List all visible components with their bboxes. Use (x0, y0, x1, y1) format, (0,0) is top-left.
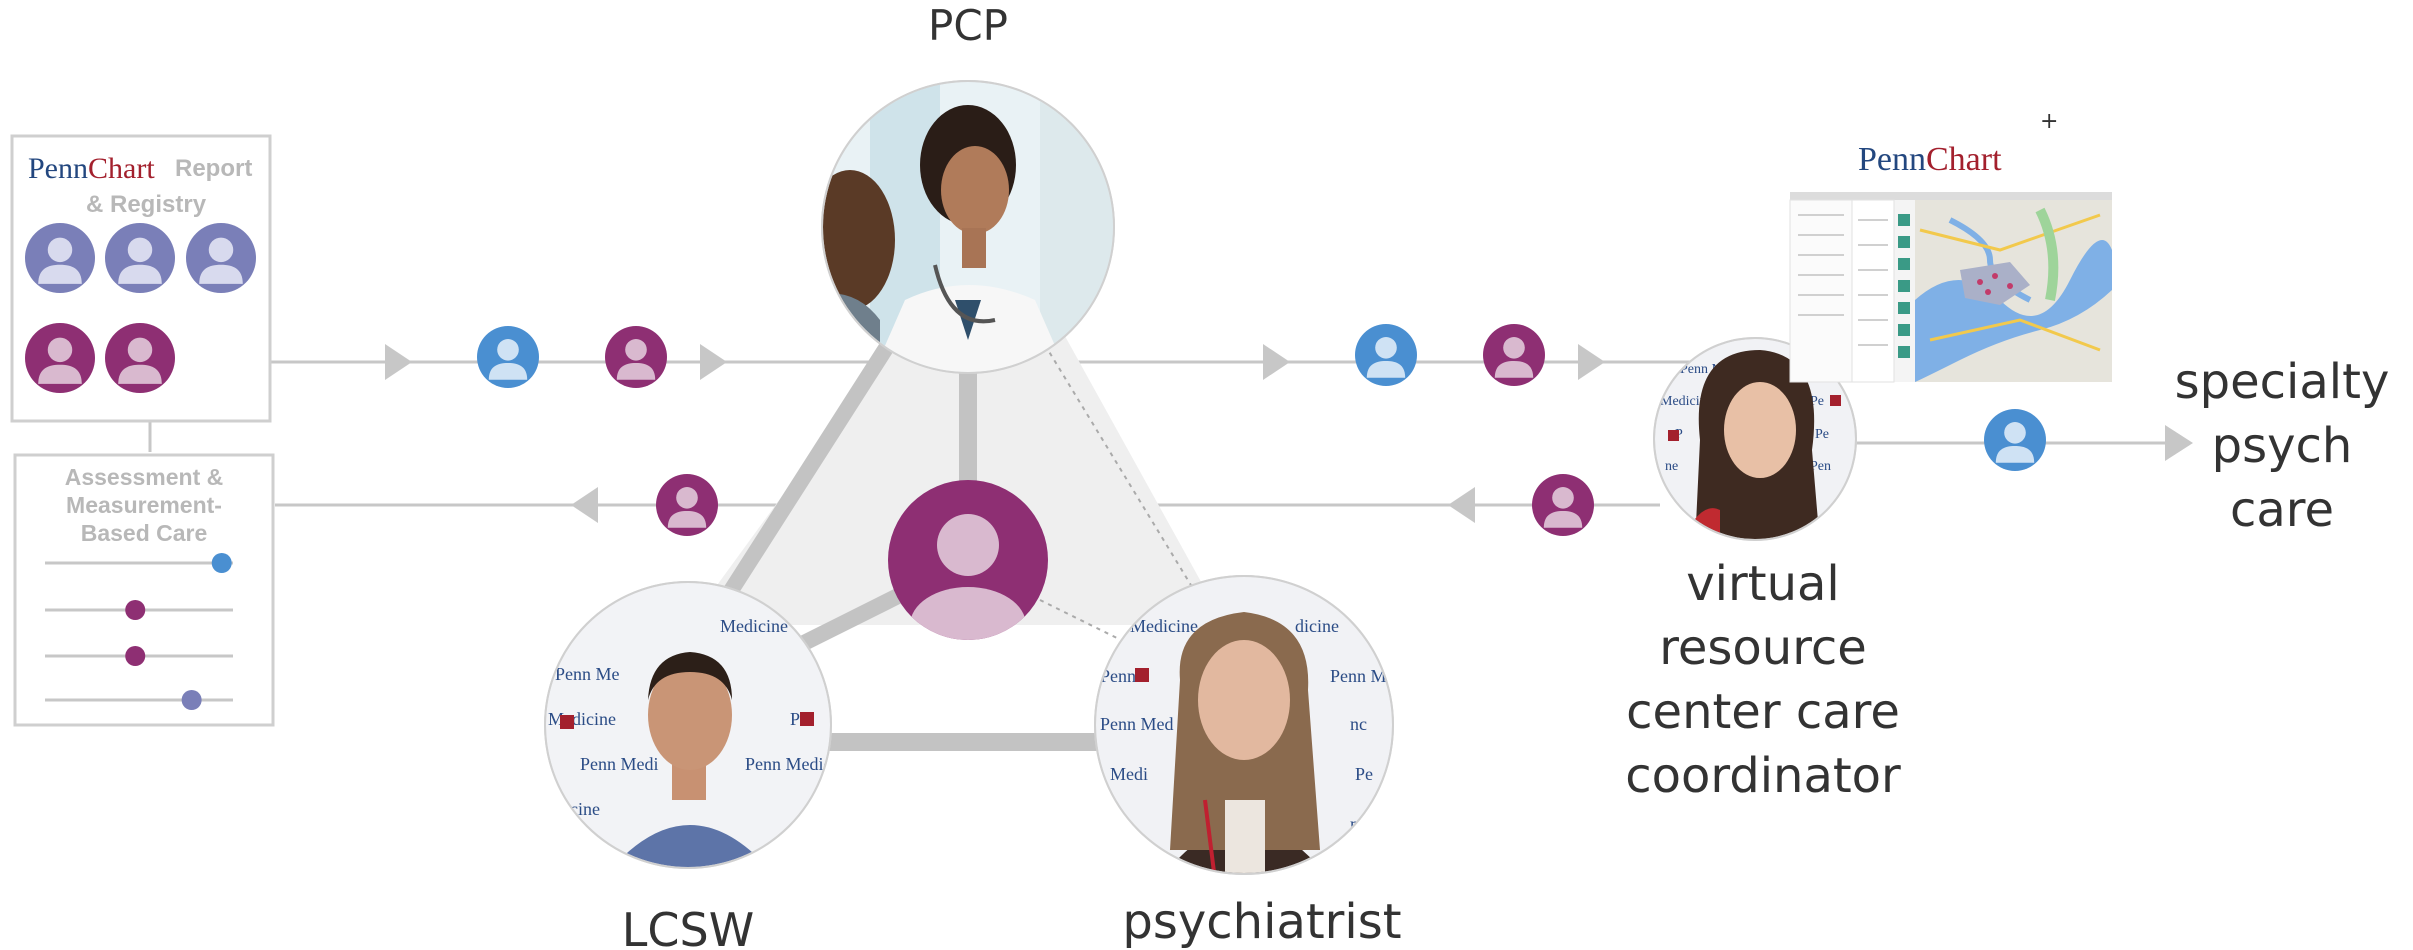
link-center-psychiatrist (1039, 599, 1126, 643)
coordinator-label-line1: virtual (1686, 556, 1839, 612)
flow-lines (148, 360, 2180, 507)
triangle-arrow-icon (700, 344, 727, 380)
specialty-label: specialty psych care (2175, 354, 2390, 538)
pennchart-plus-brand: PennChart (1858, 141, 2002, 178)
pcp-photo (821, 80, 1115, 374)
svg-text:Penn Med: Penn Med (1100, 714, 1174, 734)
svg-text:icine: icine (565, 799, 600, 819)
assessment-title-line1: Assessment & (65, 464, 224, 490)
triangle-arrow-icon (1578, 344, 1605, 380)
triangle-background (688, 300, 1225, 625)
lcsw-label: LCSW (622, 903, 754, 950)
registry-panel: PennChart Report & Registry (10, 134, 272, 423)
svg-text:Penn Me: Penn Me (1330, 666, 1395, 686)
person-icon (186, 223, 256, 293)
person-icon (25, 223, 95, 293)
person-icon (477, 326, 539, 388)
psychiatrist-label: psychiatrist (1122, 894, 1401, 950)
person-icon (1984, 409, 2046, 471)
person-icon (25, 323, 95, 393)
svg-text:Penn Me: Penn Me (555, 664, 620, 684)
link-center-lcsw (796, 587, 904, 653)
triangle-arrow-icon (2165, 425, 2193, 461)
link-pcp-lcsw (718, 340, 895, 605)
slider-knob (125, 600, 146, 620)
specialty-label-line3: care (2230, 482, 2334, 538)
coordinator-label-line3: center care (1626, 684, 1900, 740)
svg-text:Medicine: Medicine (720, 616, 788, 636)
slider-knob (125, 646, 146, 666)
psychiatrist-photo: Medicine dicine Penn Penn Me Penn Med nc… (1094, 575, 1395, 875)
svg-text:Pen: Pen (1810, 459, 1831, 474)
care-team-triangle (688, 300, 1225, 751)
svg-text:Pe: Pe (1815, 427, 1829, 442)
person-icon (105, 223, 175, 293)
svg-text:ne: ne (1665, 459, 1678, 474)
triangle-arrow-icon (1263, 344, 1290, 380)
lcsw-photo: cine Medicine Penn Me Medicine Pe Penn M… (544, 581, 837, 869)
plus-sign: + (2040, 109, 2058, 134)
svg-text:Medicine: Medicine (1130, 616, 1198, 636)
slider-knobs (125, 553, 232, 710)
registry-map-screenshot (1789, 192, 2112, 383)
assessment-panel: Assessment & Measurement- Based Care (13, 453, 275, 727)
flow-patient-icons (477, 324, 2046, 536)
assessment-panel-frame (13, 453, 275, 727)
coordinator-label-line2: resource (1659, 620, 1867, 676)
registry-title-line2: & Registry (86, 191, 207, 218)
slider-knob (211, 553, 232, 573)
pennchart-plus-panel: PennChart + (1789, 109, 2112, 383)
svg-text:nc: nc (1350, 714, 1367, 734)
person-icon (1355, 324, 1417, 386)
triangle-arrow-icon (1448, 487, 1475, 523)
person-icon (1532, 474, 1594, 536)
person-icon (605, 326, 667, 388)
svg-text:Penn Medici: Penn Medici (745, 754, 837, 774)
triangle-arrow-icon (385, 344, 412, 380)
svg-text:ne: ne (1350, 814, 1367, 834)
coordinator-label: virtual resource center care coordinator (1625, 556, 1901, 804)
assessment-title-line3: Based Care (81, 520, 208, 546)
svg-text:dicine: dicine (1295, 616, 1339, 636)
person-icon (105, 323, 175, 393)
svg-text:Penn Medi: Penn Medi (580, 754, 659, 774)
specialty-label-line1: specialty (2175, 354, 2390, 410)
svg-text:Medicine: Medicine (548, 709, 616, 729)
svg-text:Pe: Pe (1810, 394, 1824, 409)
person-icon (1483, 324, 1545, 386)
pcp-label: PCP (928, 1, 1008, 50)
center-patient-avatar (888, 480, 1048, 640)
assessment-title-line2: Measurement- (66, 492, 222, 518)
slider-knob (181, 690, 202, 710)
registry-title-line1: Report (175, 155, 252, 182)
svg-text:Pe: Pe (1355, 764, 1373, 784)
svg-text:cine: cine (545, 616, 575, 636)
triangle-arrow-icon (571, 487, 598, 523)
person-icon (656, 474, 718, 536)
svg-text:Penn: Penn (1100, 666, 1136, 686)
registry-avatars (25, 223, 256, 393)
specialty-label-line2: psych (2212, 418, 2353, 474)
registry-brand: PennChart (28, 152, 155, 185)
flow-arrows (385, 344, 2193, 523)
svg-text:Medi: Medi (1110, 764, 1148, 784)
coordinator-label-line4: coordinator (1625, 748, 1901, 804)
